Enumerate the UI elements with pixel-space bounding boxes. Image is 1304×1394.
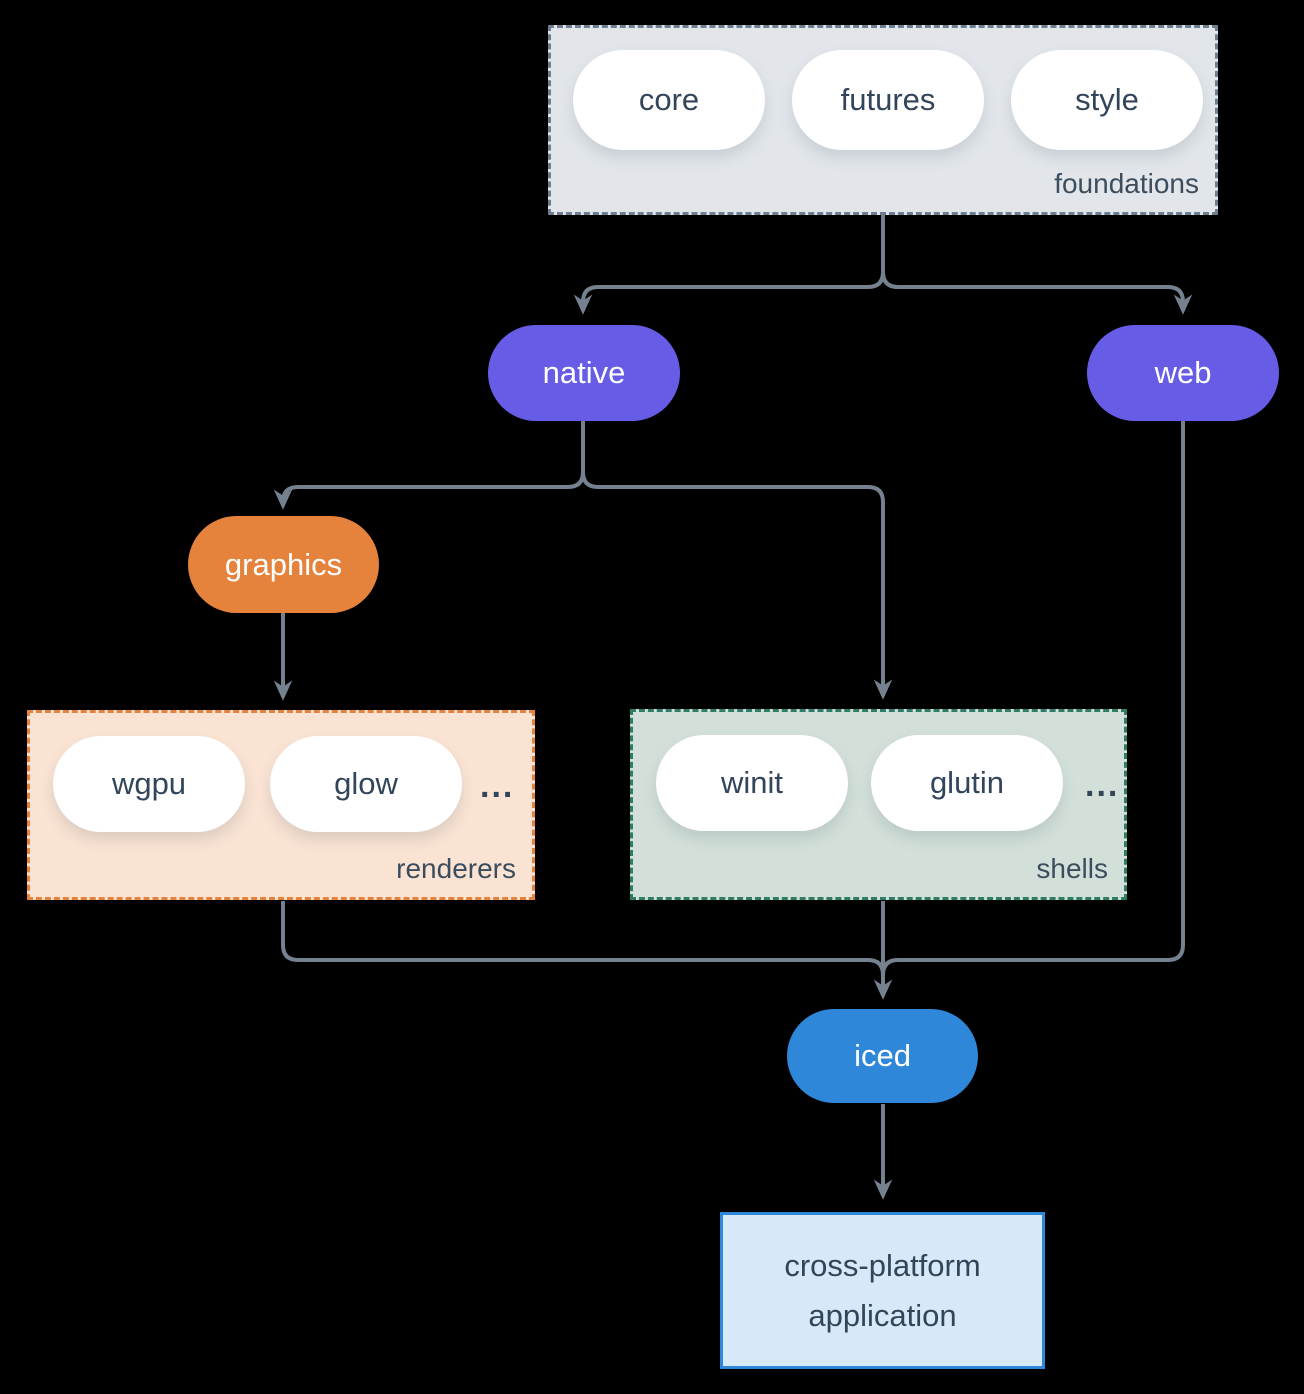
node-graphics-label: graphics (224, 546, 343, 582)
node-glutin-label: glutin (929, 765, 1005, 800)
renderers-ellipsis: ... (480, 767, 515, 805)
node-wgpu-label: wgpu (111, 766, 187, 801)
node-iced-label: iced (854, 1038, 911, 1073)
group-foundations-label: foundations (1054, 168, 1199, 199)
node-web-label: web (1154, 355, 1212, 390)
app-label-line1: cross-platform (784, 1247, 981, 1283)
node-winit-label: winit (720, 765, 783, 800)
shells-ellipsis: ... (1085, 766, 1120, 804)
node-winit: winit (656, 735, 848, 831)
edge-renderers-iced (281, 901, 885, 976)
group-renderers: wgpu glow ... renderers (27, 710, 535, 900)
node-native-label: native (542, 355, 626, 390)
node-style: style (1011, 50, 1203, 150)
node-native: native (488, 325, 680, 421)
node-futures: futures (792, 50, 984, 150)
edge-native-graphics (273, 421, 585, 510)
node-core: core (573, 50, 765, 150)
node-glutin: glutin (871, 735, 1063, 831)
node-glow: glow (270, 736, 462, 832)
node-cross-platform-application: cross-platform application (720, 1212, 1045, 1369)
node-futures-label: futures (840, 82, 936, 117)
edge-foundations-native (573, 215, 885, 315)
node-web: web (1087, 325, 1279, 421)
group-renderers-label: renderers (396, 853, 516, 884)
node-glow-label: glow (334, 766, 398, 801)
node-core-label: core (638, 82, 700, 117)
app-label-line2: application (808, 1297, 957, 1333)
edge-foundations-web (881, 215, 1193, 315)
node-iced: iced (787, 1009, 978, 1103)
edge-native-shells (581, 421, 893, 700)
group-shells: winit glutin ... shells (630, 709, 1127, 900)
node-graphics: graphics (188, 516, 379, 613)
node-style-label: style (1075, 82, 1139, 117)
group-foundations: core futures style foundations (548, 25, 1218, 215)
group-shells-label: shells (1036, 853, 1108, 884)
node-wgpu: wgpu (53, 736, 245, 832)
